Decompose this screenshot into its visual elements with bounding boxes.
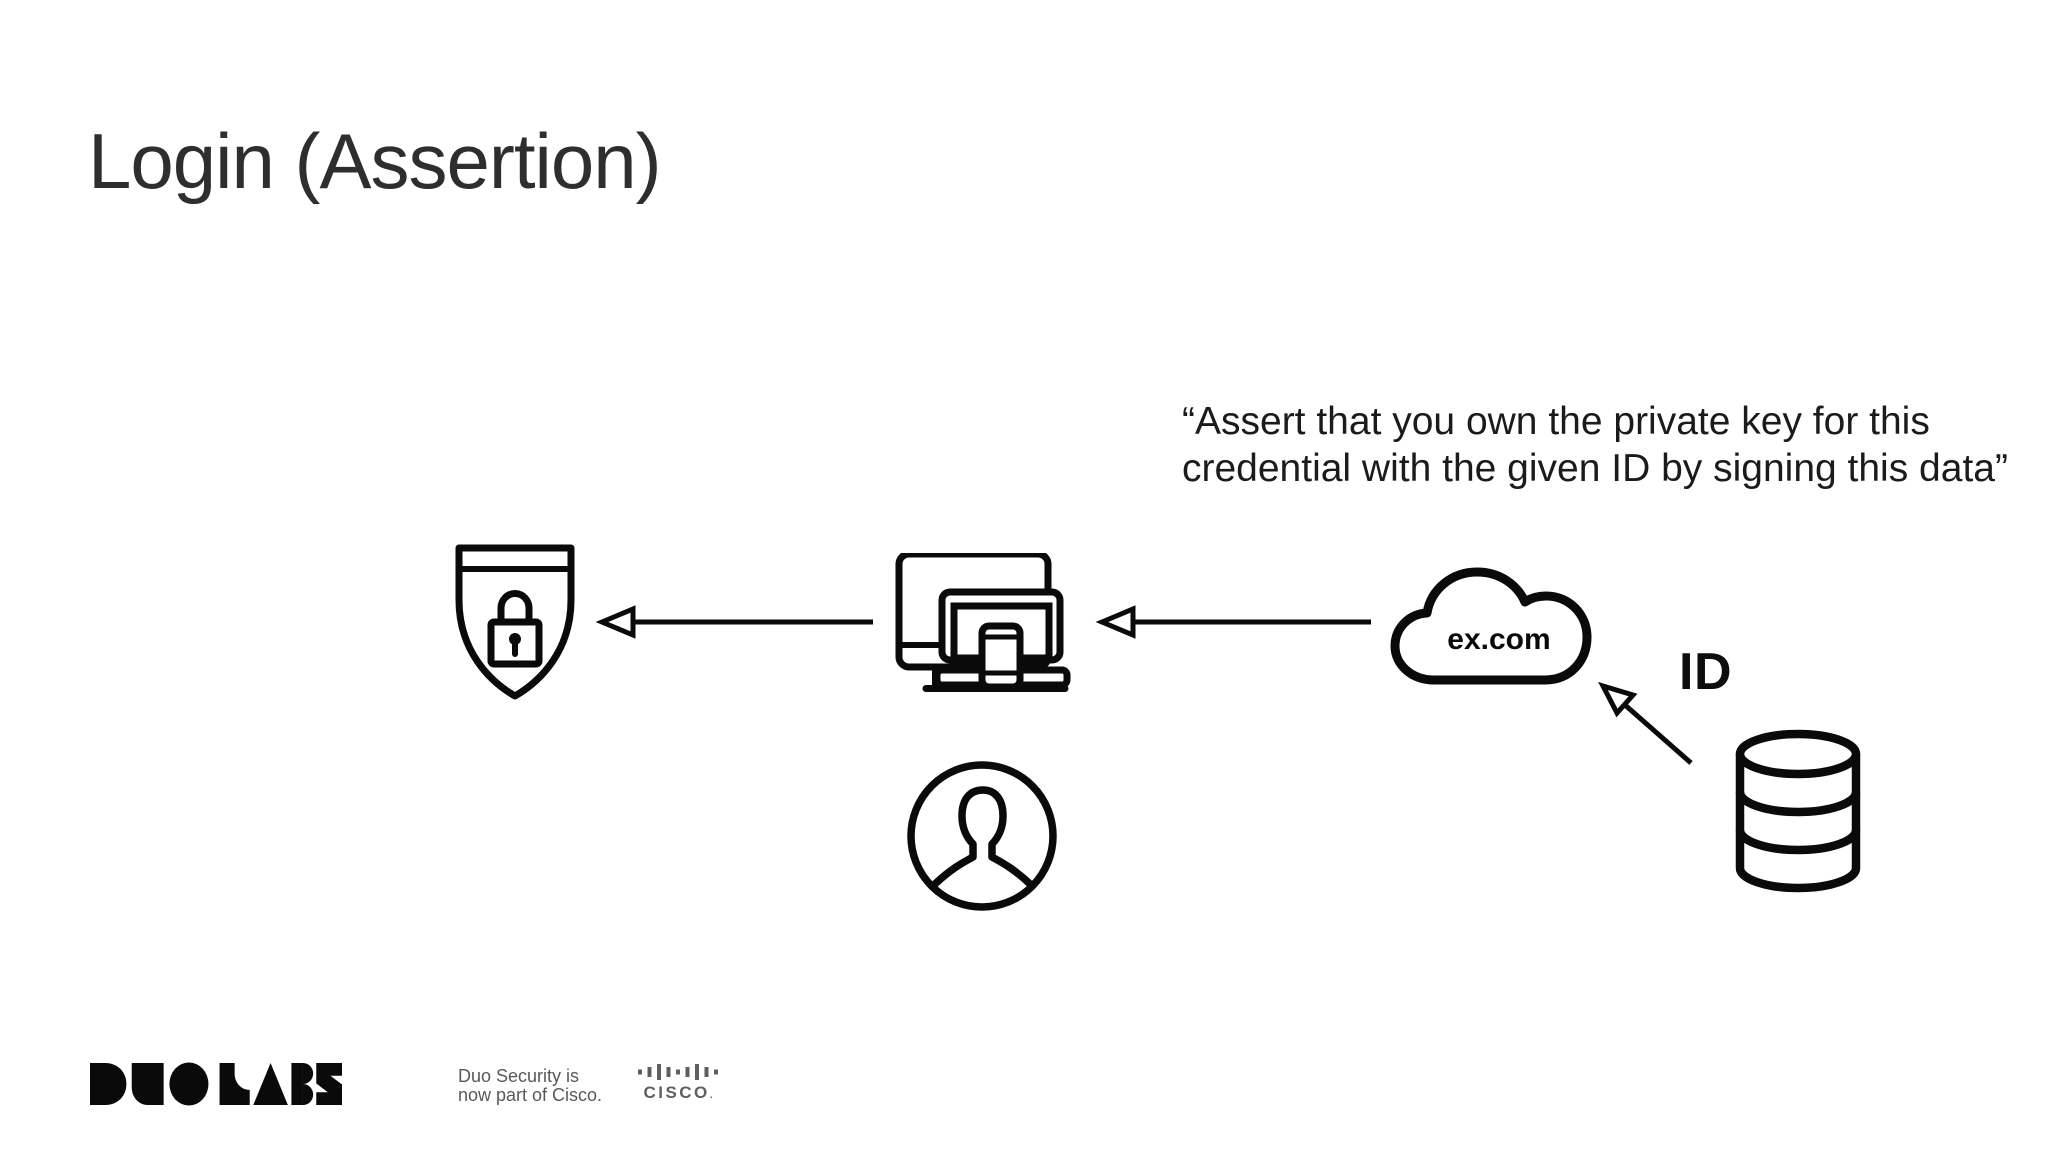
duo-labs-logo bbox=[90, 1062, 342, 1106]
footer-tagline: Duo Security is now part of Cisco. bbox=[458, 1067, 602, 1105]
cloud-icon: ex.com bbox=[1390, 567, 1592, 685]
cisco-wordmark-text: CISCO bbox=[643, 1083, 710, 1102]
credential-id-label: ID bbox=[1679, 643, 1732, 701]
arrow-devices-to-shield-icon bbox=[595, 605, 873, 639]
cisco-trademark-dot: . bbox=[709, 1090, 713, 1101]
footer-tagline-line2: now part of Cisco. bbox=[458, 1085, 603, 1105]
cloud-domain-label: ex.com bbox=[1447, 623, 1550, 656]
user-avatar-icon bbox=[907, 761, 1057, 911]
arrow-cloud-to-devices-icon bbox=[1095, 605, 1371, 639]
assertion-quote: “Assert that you own the private key for… bbox=[1182, 398, 2042, 492]
cisco-wordmark: CISCO. bbox=[636, 1083, 720, 1103]
page-title: Login (Assertion) bbox=[88, 117, 662, 205]
devices-icon bbox=[895, 553, 1071, 692]
assertion-quote-line2: credential with the given ID by signing … bbox=[1182, 447, 2008, 490]
footer-tagline-line1: Duo Security is bbox=[458, 1066, 580, 1086]
database-icon bbox=[1735, 729, 1861, 893]
shield-lock-icon bbox=[455, 544, 575, 700]
assertion-quote-line1: “Assert that you own the private key for… bbox=[1182, 400, 1930, 443]
cisco-bridge-icon bbox=[638, 1064, 718, 1080]
cisco-logo: CISCO. bbox=[636, 1064, 720, 1103]
arrow-database-to-cloud-icon bbox=[1598, 681, 1693, 765]
duo-labs-logo-glyphs bbox=[90, 1062, 342, 1106]
